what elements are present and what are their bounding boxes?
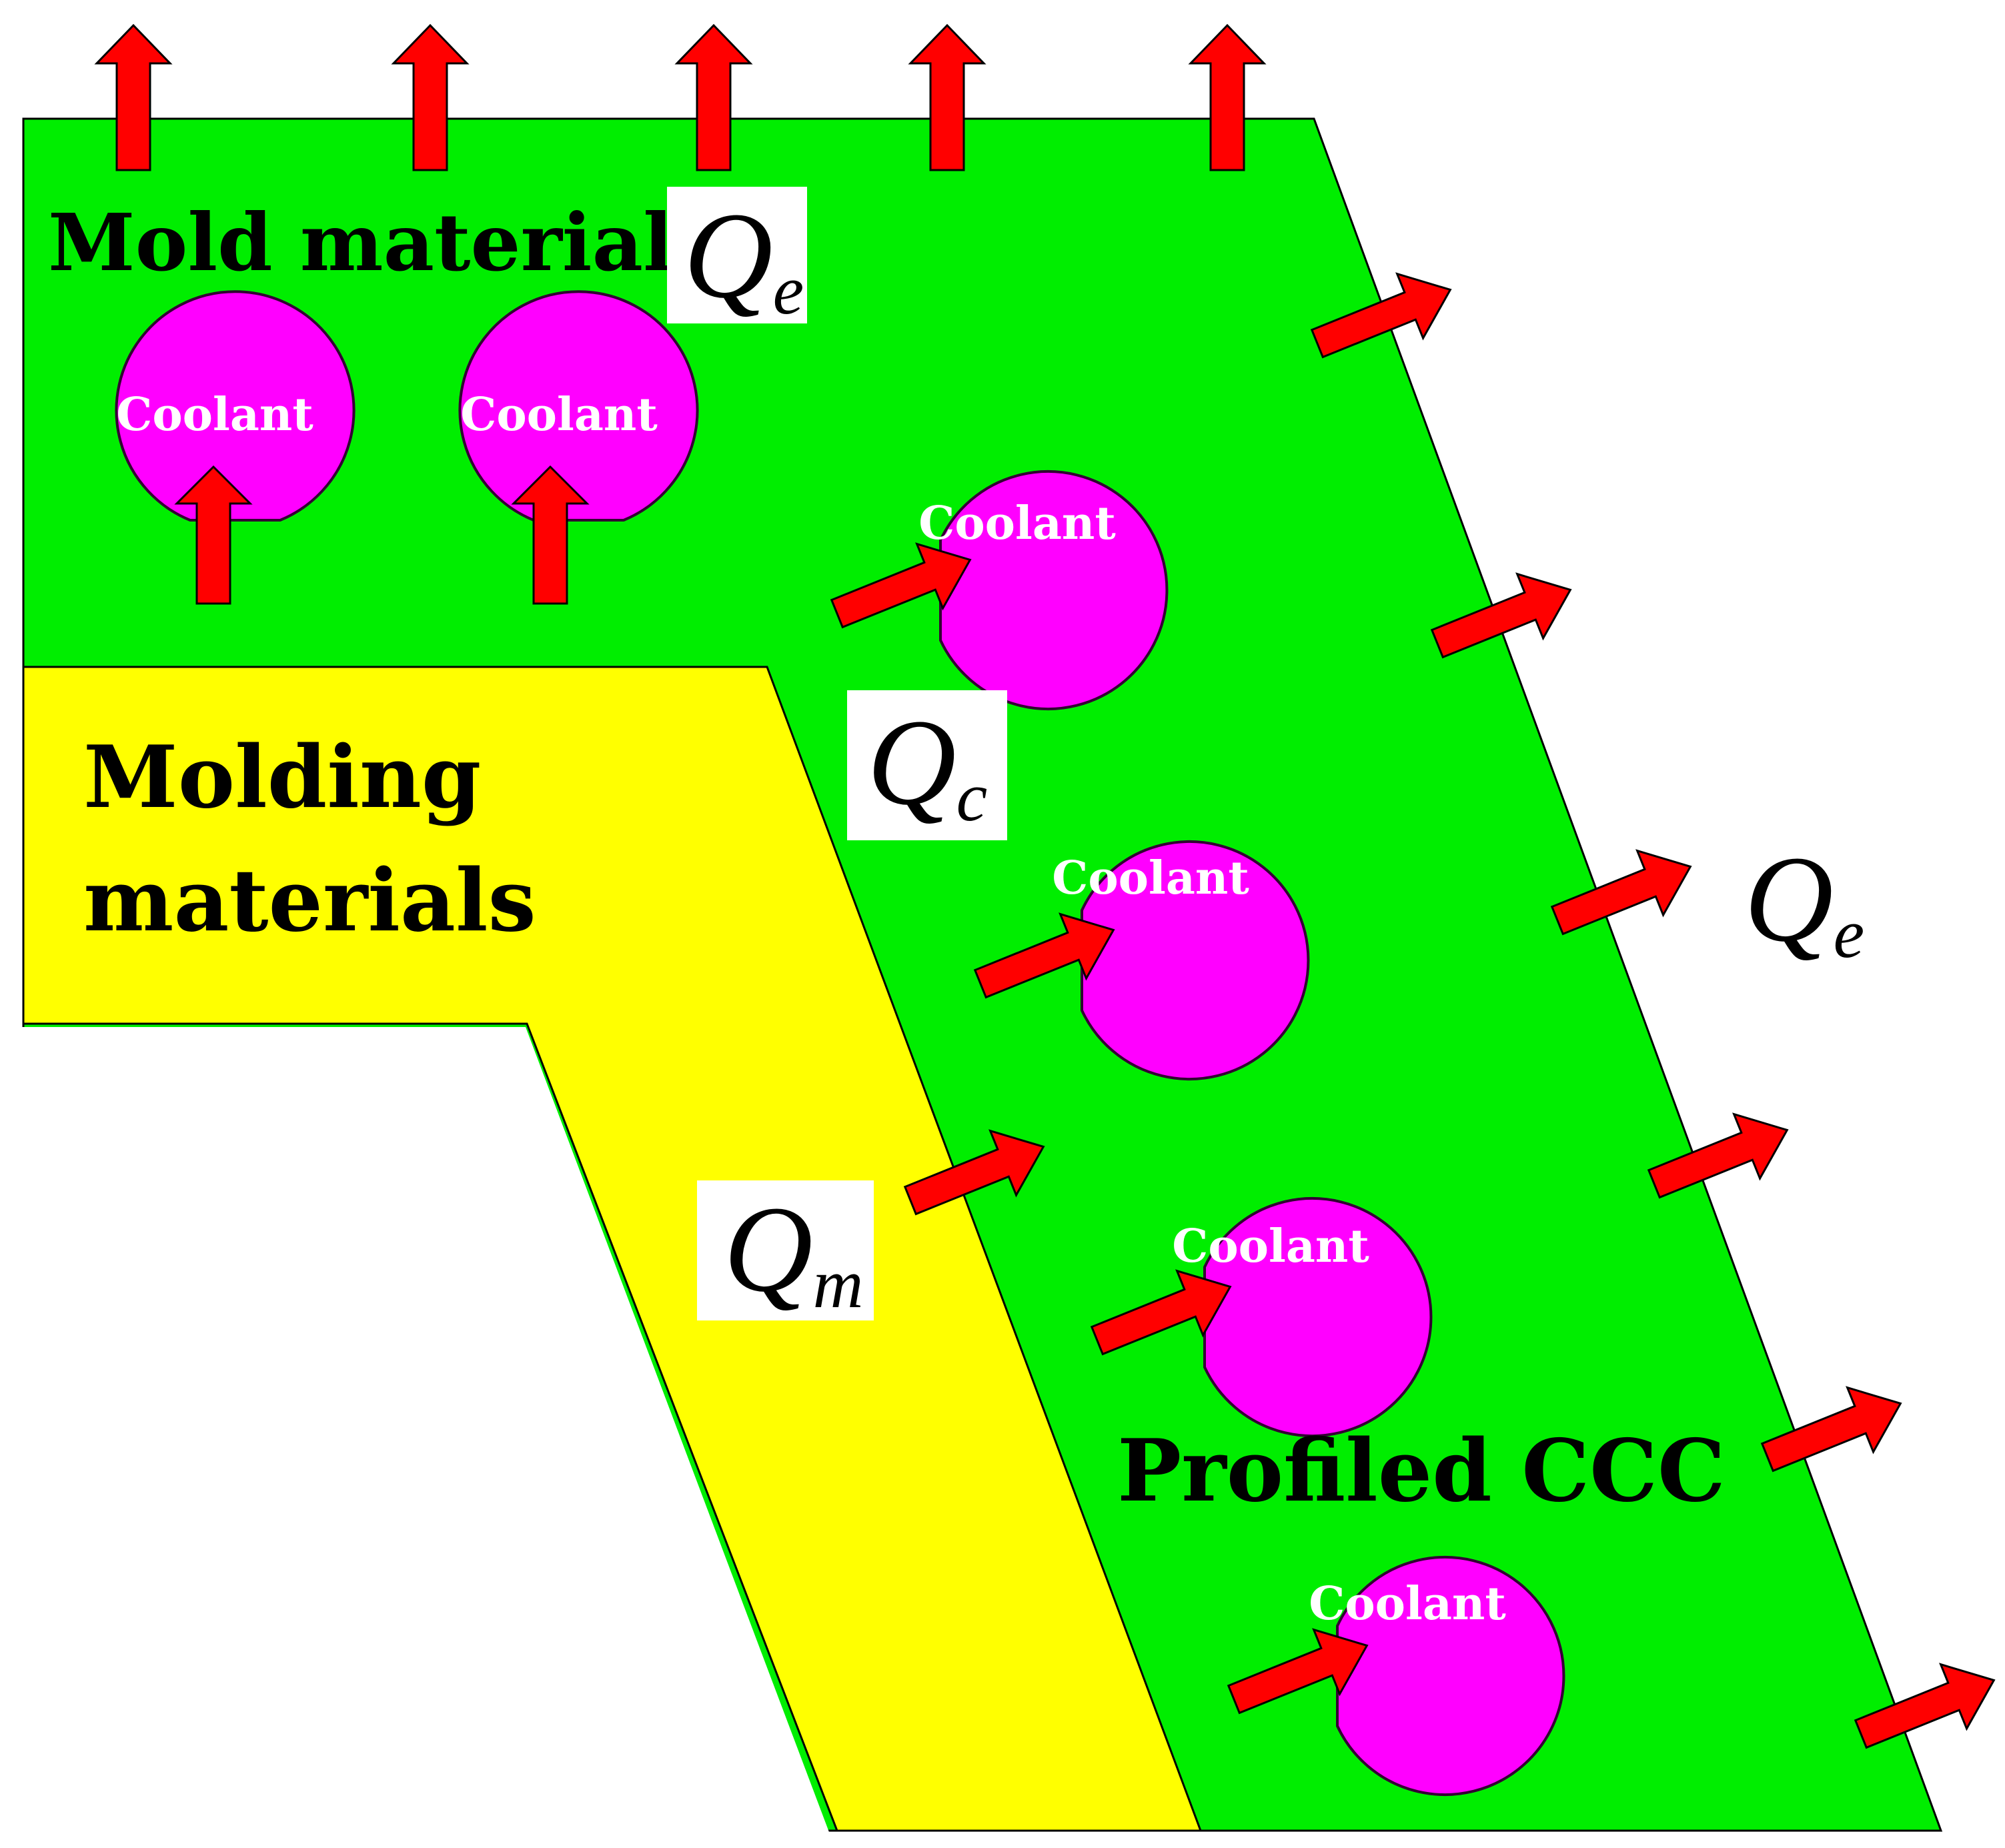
coolant-channel: Coolant <box>918 470 1169 710</box>
q-subscript: c <box>956 758 988 836</box>
coolant-label: Coolant <box>1309 1577 1506 1631</box>
q-symbol: Q <box>867 694 956 831</box>
molding-materials-label-line1: Molding <box>83 728 481 828</box>
coolant-channel: Coolant <box>1052 840 1310 1080</box>
heat-flux-arrow <box>391 23 470 171</box>
coolant-label: Coolant <box>1172 1220 1369 1273</box>
q-subscript: e <box>1834 894 1865 972</box>
empty-area <box>0 1027 835 1848</box>
coolant-label: Coolant <box>116 388 313 441</box>
heat-flux-arrow <box>674 23 753 171</box>
heat-flux-arrow <box>511 465 590 605</box>
q-subscript: m <box>813 1244 864 1322</box>
svg-text:Qm: Qm <box>724 1181 863 1322</box>
q-subscript: e <box>773 251 804 329</box>
svg-text:Qc: Qc <box>867 694 987 836</box>
coolant-channels: Coolant Coolant Coolant Coolant Coolant … <box>115 290 1565 1796</box>
mold-materials-label: Mold materials <box>48 196 717 289</box>
coolant-label: Coolant <box>1052 852 1249 905</box>
svg-text:Qe: Qe <box>1744 831 1864 972</box>
profiled-ccc-label: Profiled CCC <box>1117 1421 1726 1521</box>
coolant-channel: Coolant <box>1172 1197 1433 1437</box>
coolant-channel: Coolant <box>115 290 356 522</box>
q-symbol: Q <box>724 1181 813 1318</box>
heat-flux-arrow <box>174 465 253 605</box>
qc-label: Qc <box>847 690 1007 840</box>
molding-region <box>22 666 1203 1832</box>
q-symbol: Q <box>684 187 773 324</box>
molding-materials-label-line2: materials <box>83 851 536 951</box>
heat-flux-arrow <box>94 23 173 171</box>
svg-text:Qe: Qe <box>684 187 804 329</box>
qm-label: Qm <box>697 1180 874 1322</box>
coolant-label: Coolant <box>918 497 1116 550</box>
qe-right-label: Qe <box>1744 831 1864 972</box>
heat-flux-arrow <box>908 23 986 171</box>
heat-flux-arrow <box>1188 23 1267 171</box>
coolant-channel: Coolant <box>1309 1556 1565 1796</box>
top-environment-arrows <box>94 23 1267 171</box>
coolant-channel: Coolant <box>458 290 699 522</box>
coolant-inflow-arrows <box>174 465 590 605</box>
q-symbol: Q <box>1744 831 1834 968</box>
coolant-label: Coolant <box>460 388 658 441</box>
qe-top-label: Qe <box>667 187 807 329</box>
